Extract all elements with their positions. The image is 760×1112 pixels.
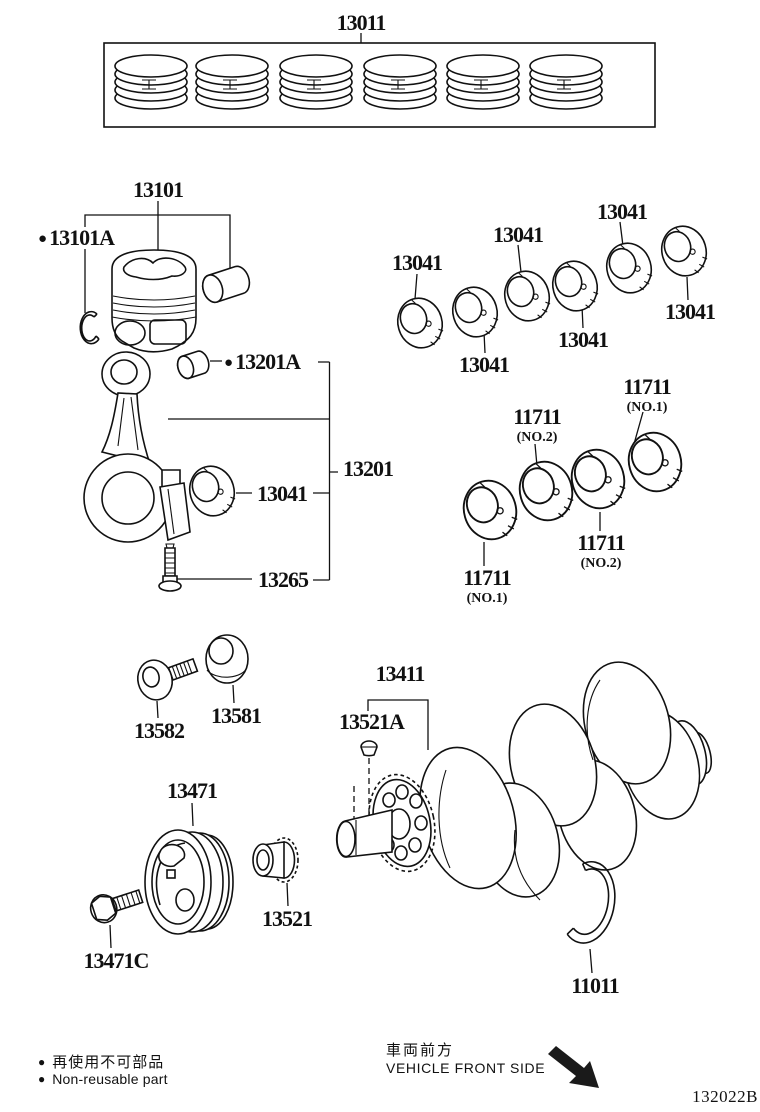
connecting-rod-drawing (83, 351, 191, 543)
piston-pin-drawing (201, 265, 251, 304)
rod-bushing-drawing (176, 350, 210, 380)
crankshaft-drawing (335, 661, 713, 901)
crank-pulley-drawing (144, 829, 234, 935)
main-bearings-drawing (391, 220, 713, 354)
callout-pulley-spacer: 13581 (211, 703, 262, 728)
front-side-arrow (548, 1046, 599, 1088)
callout-rod-bushing: ●13201A (222, 349, 302, 374)
callout-pulley-set-bolt: 13582 (134, 718, 185, 743)
callout-main-bearing-3: 13041 (597, 199, 648, 224)
callout-main-bearing-4: 13041 (459, 352, 510, 377)
pulley-set-bolt-drawing (137, 657, 199, 701)
callout-main-bearing-1: 13041 (392, 250, 443, 275)
callout-piston-pin-snap-ring: ●13101A (36, 225, 116, 250)
callout-piston: 13101 (133, 177, 184, 202)
callout-main-bearing-5: 13041 (558, 327, 609, 352)
rod-bolt-drawing (158, 543, 182, 592)
legend-jp-row: ● 再使用不可部品 (38, 1051, 164, 1072)
drawing-code: 132022B (692, 1087, 758, 1106)
legend-en-text: Non-reusable part (52, 1071, 168, 1087)
non-reusable-bullet: ● (224, 355, 234, 371)
non-reusable-bullet: ● (38, 231, 48, 247)
callout-crank-bearing-no2-b: 11711 (NO.2) (577, 530, 626, 571)
piston-ring-sets (114, 54, 603, 110)
callout-piston-ring-set: 13011 (336, 10, 387, 35)
callout-main-bearing-6: 13041 (665, 299, 716, 324)
crank-bearings-drawing (455, 425, 690, 547)
ring-set-box (103, 42, 656, 128)
pulley-spacer-drawing (205, 634, 249, 684)
callout-connecting-rod: 13201 (343, 456, 394, 481)
callout-crank-pulley: 13471 (167, 778, 218, 803)
front-side-jp: 車両前方 (386, 1042, 455, 1059)
callout-crank-bearing-no2-a: 11711 (NO.2) (513, 404, 562, 445)
callout-rod-bearing: 13041 (257, 481, 308, 506)
thrust-washer-drawing (566, 861, 616, 944)
callout-pulley-bolt: 13471C (83, 948, 150, 973)
callout-crankshaft: 13411 (375, 661, 426, 686)
callout-crank-key: 13521A (337, 709, 406, 734)
rod-bearing-drawing (183, 460, 241, 522)
legend-en-row: ● Non-reusable part (38, 1071, 168, 1087)
callout-crank-bearing-no1-b: 11711 (NO.1) (463, 565, 512, 606)
non-reusable-bullet: ● (38, 1072, 46, 1086)
legend-jp-text: 再使用不可部品 (52, 1054, 165, 1071)
callout-timing-sprocket: 13521 (262, 906, 313, 931)
snap-ring-drawing (79, 310, 100, 345)
piston-drawing (111, 249, 197, 353)
pulley-bolt-drawing (89, 889, 144, 924)
front-side-en: VEHICLE FRONT SIDE (386, 1060, 546, 1076)
callout-crank-bearing-no1-a: 11711 (NO.1) (623, 374, 672, 415)
crank-key-drawing (360, 740, 378, 757)
callout-main-bearing-2: 13041 (493, 222, 544, 247)
non-reusable-bullet: ● (38, 1054, 46, 1069)
callout-thrust-washer: 11011 (571, 973, 620, 998)
callout-rod-bolt: 13265 (258, 567, 309, 592)
timing-sprocket-drawing (252, 837, 299, 883)
